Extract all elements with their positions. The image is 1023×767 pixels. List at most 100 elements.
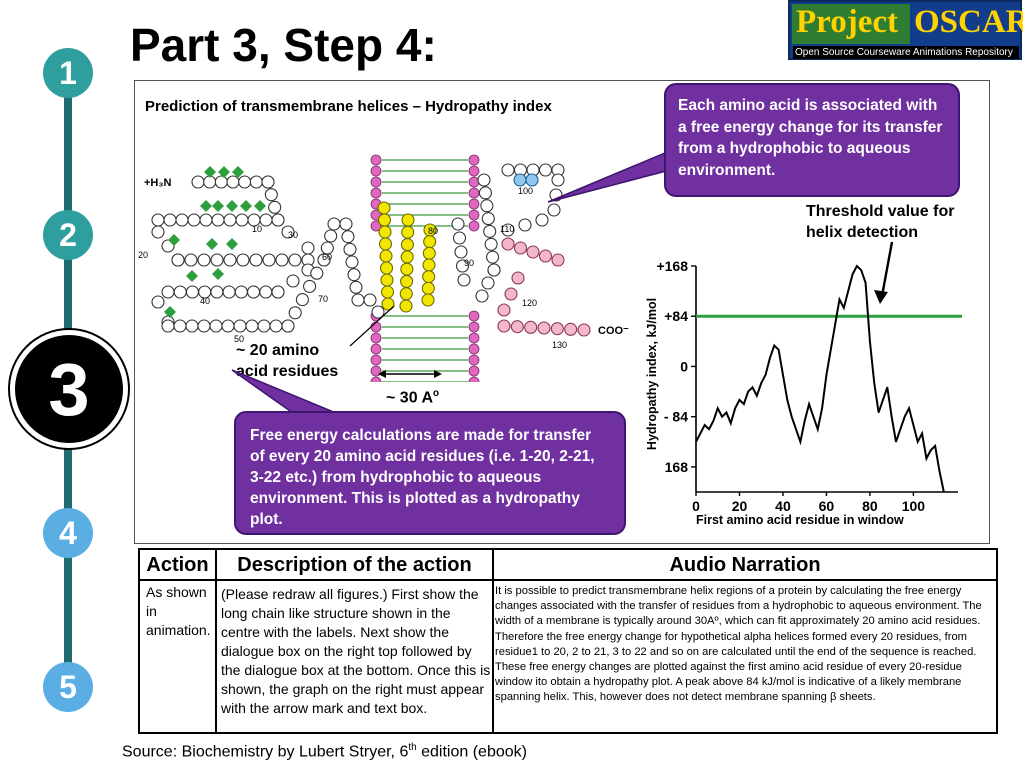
hydropathy-point: [717, 407, 719, 409]
residue-number-label: 50: [234, 334, 244, 344]
hydropathy-point: [795, 428, 797, 430]
residue-bead: [261, 175, 275, 189]
residue-bead: [399, 299, 413, 313]
hydropathy-point: [847, 290, 849, 292]
modification-diamond: [218, 166, 230, 178]
residue-number-label: 10: [252, 224, 262, 234]
modification-diamond: [226, 200, 238, 212]
hydropathy-point: [699, 432, 701, 435]
step-1-number: 1: [59, 54, 77, 91]
modification-diamond: [168, 234, 180, 246]
step-5-number: 5: [59, 668, 77, 705]
action-table: [138, 548, 998, 734]
residue-bead: [184, 253, 198, 267]
residue-bead: [262, 253, 276, 267]
lipid-head: [468, 209, 480, 221]
modification-diamond: [212, 200, 224, 212]
residues-label-line1: ~ 20 amino: [236, 342, 320, 359]
step-3-badge-active[interactable]: 3: [10, 330, 128, 448]
hydropathy-point: [821, 407, 823, 409]
residue-bead: [288, 253, 302, 267]
residue-bead: [349, 280, 363, 294]
residue-number-label: 130: [552, 340, 567, 350]
hydropathy-point: [938, 470, 941, 472]
hydropathy-point: [782, 374, 784, 376]
residue-bead: [480, 199, 494, 213]
hydropathy-point: [908, 407, 910, 409]
animation-panel: [134, 80, 990, 544]
residue-bead: [161, 285, 175, 299]
residue-bead: [324, 229, 338, 243]
hydropathy-point: [851, 273, 854, 275]
x-tick-label: 0: [692, 498, 700, 514]
modification-diamond: [204, 166, 216, 178]
hydropathy-point: [834, 323, 836, 326]
lipid-head: [468, 220, 480, 232]
hydropathy-point: [712, 420, 714, 422]
hydropathy-point: [899, 428, 901, 430]
modification-diamond: [186, 270, 198, 282]
residue-bead: [535, 213, 549, 227]
cell-description: (Please redraw all figures.) First show …: [221, 586, 491, 716]
hydropathy-point: [838, 298, 841, 301]
modification-diamond: [164, 306, 176, 318]
residue-number-label: 20: [138, 250, 148, 260]
c-terminus-label: COO⁻: [598, 325, 629, 337]
hydropathy-point: [769, 357, 771, 359]
x-tick-label: 100: [902, 498, 926, 514]
residue-bead: [371, 305, 385, 319]
lipid-head: [370, 376, 382, 382]
residue-bead: [577, 323, 591, 337]
threshold-arrow-line: [880, 241, 894, 297]
residue-bead: [197, 253, 211, 267]
membrane-bilayer: [370, 154, 480, 382]
residue-bead: [538, 249, 553, 263]
step-1-badge[interactable]: 1: [43, 48, 93, 98]
residue-bead: [537, 321, 551, 335]
residue-number-label: 120: [522, 298, 537, 308]
step-2-badge[interactable]: 2: [43, 210, 93, 260]
hydropathy-point: [930, 449, 932, 451]
lipid-head: [370, 365, 382, 377]
width-label-sup: o: [433, 388, 440, 399]
logo-green-block: [792, 4, 910, 44]
step-4-badge[interactable]: 4: [43, 508, 93, 558]
lipid-head: [370, 176, 382, 188]
residue-bead: [317, 253, 331, 267]
y-tick-label: 168: [665, 459, 689, 475]
residue-bead: [341, 230, 355, 244]
threshold-arrow-head: [874, 290, 888, 304]
hydropathy-point: [804, 420, 806, 422]
residue-number-label: 30: [288, 230, 298, 240]
x-tick-label: 20: [732, 498, 748, 514]
source-citation: Source: Biochemistry by Lubert Stryer, 6…: [122, 742, 527, 761]
residue-bead: [487, 263, 501, 277]
hydropathy-point: [751, 386, 754, 388]
hydropathy-point: [791, 416, 793, 418]
residue-bead: [481, 276, 495, 290]
membrane-width-label: ~ 30 Ao: [386, 383, 439, 408]
source-text: Source: Biochemistry by Lubert Stryer, 6: [122, 743, 409, 761]
lipid-head: [468, 332, 480, 344]
hydropathy-point: [864, 282, 867, 284]
hydropathy-point: [904, 416, 906, 418]
residue-number-label: 110: [500, 224, 514, 234]
residue-bead: [303, 279, 317, 293]
hydropathy-point: [738, 399, 741, 401]
residue-bead: [511, 271, 525, 285]
logo-word-project: Project: [796, 4, 898, 40]
top-callout-tail: [547, 148, 673, 203]
step-5-badge[interactable]: 5: [43, 662, 93, 712]
step-4-number: 4: [59, 514, 77, 551]
hydropathy-point: [825, 374, 828, 376]
residue-bead: [264, 188, 278, 202]
callout-calculation: Free energy calculations are made for tr…: [234, 411, 626, 535]
residue-bead: [478, 186, 492, 200]
residue-bead: [320, 241, 334, 255]
hydropathy-point: [830, 349, 832, 351]
chart-y-axis-label: Hydropathy index, kJ/mol: [645, 298, 659, 450]
source-sup: th: [408, 742, 417, 753]
hydropathy-point: [895, 441, 897, 443]
threshold-label: Threshold value for helix detection: [806, 201, 954, 243]
